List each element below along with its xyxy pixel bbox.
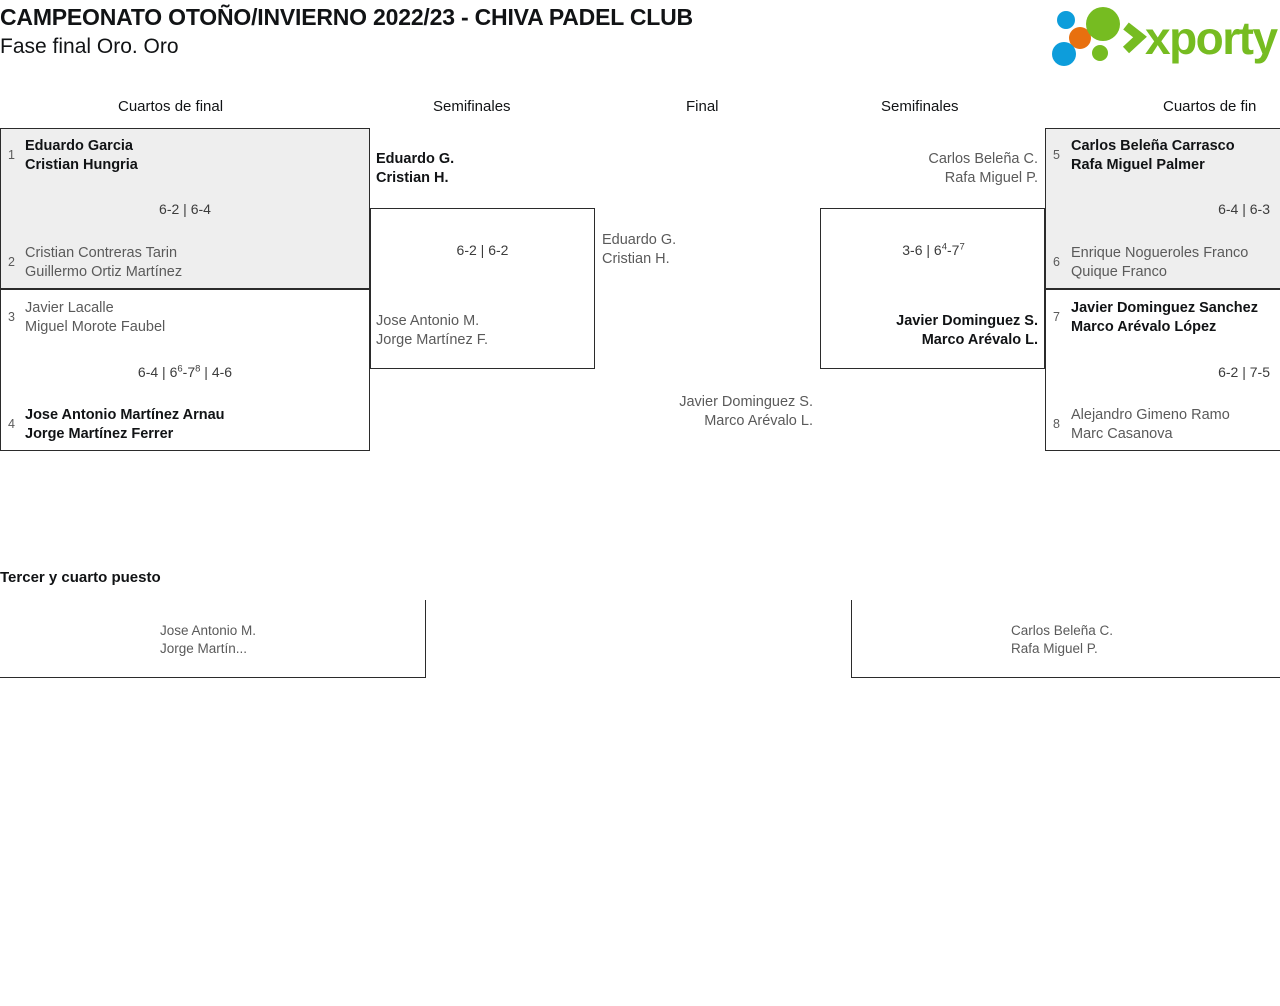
round-header-quarterfinals-left: Cuartos de final [118,98,224,115]
score-qf3: 6-4 | 6-3 [1218,201,1270,217]
round-header-quarterfinals-right: Cuartos de fin [1163,98,1257,115]
round-header-semifinals-left: Semifinales [433,98,511,115]
player-name: Carlos Beleña C. [928,151,1038,167]
player-name: Javier Dominguez S. [679,394,813,410]
third-place-box-right[interactable] [851,600,1280,678]
player-name: Rafa Miguel Palmer [1071,156,1205,173]
player-name: Enrique Nogueroles Franco [1071,245,1249,261]
team-sf2-top: Carlos Beleña C. Rafa Miguel P. [828,150,1038,187]
xporty-logo[interactable]: xporty [1048,6,1280,68]
match-box-qf2[interactable] [0,289,370,451]
player-name: Jorge Martínez F. [376,331,489,348]
score-sf1: 6-2 | 6-2 [456,242,509,258]
team-qf3-top: Carlos Beleña Carrasco Rafa Miguel Palme… [1071,137,1235,174]
player-name: Rafa Miguel P. [1011,640,1098,656]
team-sf2-bottom: Javier Dominguez S. Marco Arévalo L. [828,312,1038,349]
team-sf1-bottom: Jose Antonio M. Jorge Martínez F. [376,312,488,349]
team-qf1-bottom: Cristian Contreras Tarin Guillermo Ortiz… [25,244,182,281]
seed-number-2: 2 [8,255,15,269]
player-name: Cristian H. [376,169,449,186]
team-third-place-right: Carlos Beleña C. Rafa Miguel P. [1011,622,1113,657]
tournament-title: CAMPEONATO OTOÑO/INVIERNO 2022/23 - CHIV… [0,4,693,30]
player-name: Javier Dominguez S. [896,313,1038,329]
seed-number-6: 6 [1053,255,1060,269]
player-name: Marco Arévalo L. [921,331,1038,348]
team-qf2-bottom: Jose Antonio Martínez Arnau Jorge Martín… [25,406,225,443]
player-name: Eduardo Garcia [25,138,133,154]
player-name: Marco Arévalo López [1071,318,1217,335]
team-qf3-bottom: Enrique Nogueroles Franco Quique Franco [1071,244,1248,281]
player-name: Eduardo G. [602,232,677,248]
team-qf4-top: Javier Dominguez Sanchez Marco Arévalo L… [1071,299,1258,336]
page-title: CAMPEONATO OTOÑO/INVIERNO 2022/23 - CHIV… [0,2,693,62]
player-name: Carlos Beleña C. [1011,623,1114,638]
third-place-label: Tercer y cuarto puesto [0,569,161,586]
match-box-sf1[interactable] [370,208,595,369]
score-sf2: 3-6 | 64-77 [902,241,965,258]
score-qf4: 6-2 | 7-5 [1218,364,1270,380]
player-name: Guillermo Ortiz Martínez [25,263,183,280]
player-name: Jose Antonio Martínez Arnau [25,407,225,423]
round-header-semifinals-right: Semifinales [881,98,959,115]
player-name: Cristian Contreras Tarin [25,245,178,261]
player-name: Jose Antonio M. [376,313,480,329]
player-name: Javier Lacalle [25,300,114,316]
team-final-right: Javier Dominguez S. Marco Arévalo L. [603,393,813,430]
player-name: Rafa Miguel P. [944,169,1038,186]
third-place-box-left[interactable] [0,600,426,678]
seed-number-3: 3 [8,310,15,324]
player-name: Javier Dominguez Sanchez [1071,300,1258,316]
team-final-left: Eduardo G. Cristian H. [602,231,676,268]
player-name: Marco Arévalo L. [704,412,813,429]
team-qf1-top: Eduardo Garcia Cristian Hungria [25,137,138,174]
player-name: Marc Casanova [1071,425,1173,442]
svg-text:xporty: xporty [1145,12,1279,64]
seed-number-8: 8 [1053,417,1060,431]
team-third-place-left: Jose Antonio M. Jorge Martín... [160,622,256,657]
player-name: Eduardo G. [376,151,455,167]
phase-title: Fase final Oro. Oro [0,35,179,58]
xporty-logo-icon: xporty [1052,7,1280,66]
round-header-final: Final [686,98,719,115]
player-name: Miguel Morote Faubel [25,318,166,335]
team-qf2-top: Javier Lacalle Miguel Morote Faubel [25,299,165,336]
player-name: Cristian H. [602,250,670,267]
seed-number-4: 4 [8,417,15,431]
player-name: Carlos Beleña Carrasco [1071,138,1235,154]
match-box-sf2[interactable] [820,208,1045,369]
seed-number-1: 1 [8,148,15,162]
match-box-qf4[interactable] [1045,289,1280,451]
seed-number-7: 7 [1053,310,1060,324]
player-name: Jorge Martín... [160,640,248,656]
team-qf4-bottom: Alejandro Gimeno Ramo Marc Casanova [1071,406,1230,443]
match-box-qf3[interactable] [1045,128,1280,289]
score-qf1: 6-2 | 6-4 [159,201,211,217]
match-box-qf1[interactable] [0,128,370,289]
player-name: Jorge Martínez Ferrer [25,425,174,442]
seed-number-5: 5 [1053,148,1060,162]
player-name: Jose Antonio M. [160,623,257,638]
score-qf2: 6-4 | 66-78 | 4-6 [137,363,233,380]
player-name: Alejandro Gimeno Ramo [1071,407,1230,423]
team-sf1-top: Eduardo G. Cristian H. [376,150,454,187]
player-name: Quique Franco [1071,263,1167,280]
player-name: Cristian Hungria [25,156,138,173]
